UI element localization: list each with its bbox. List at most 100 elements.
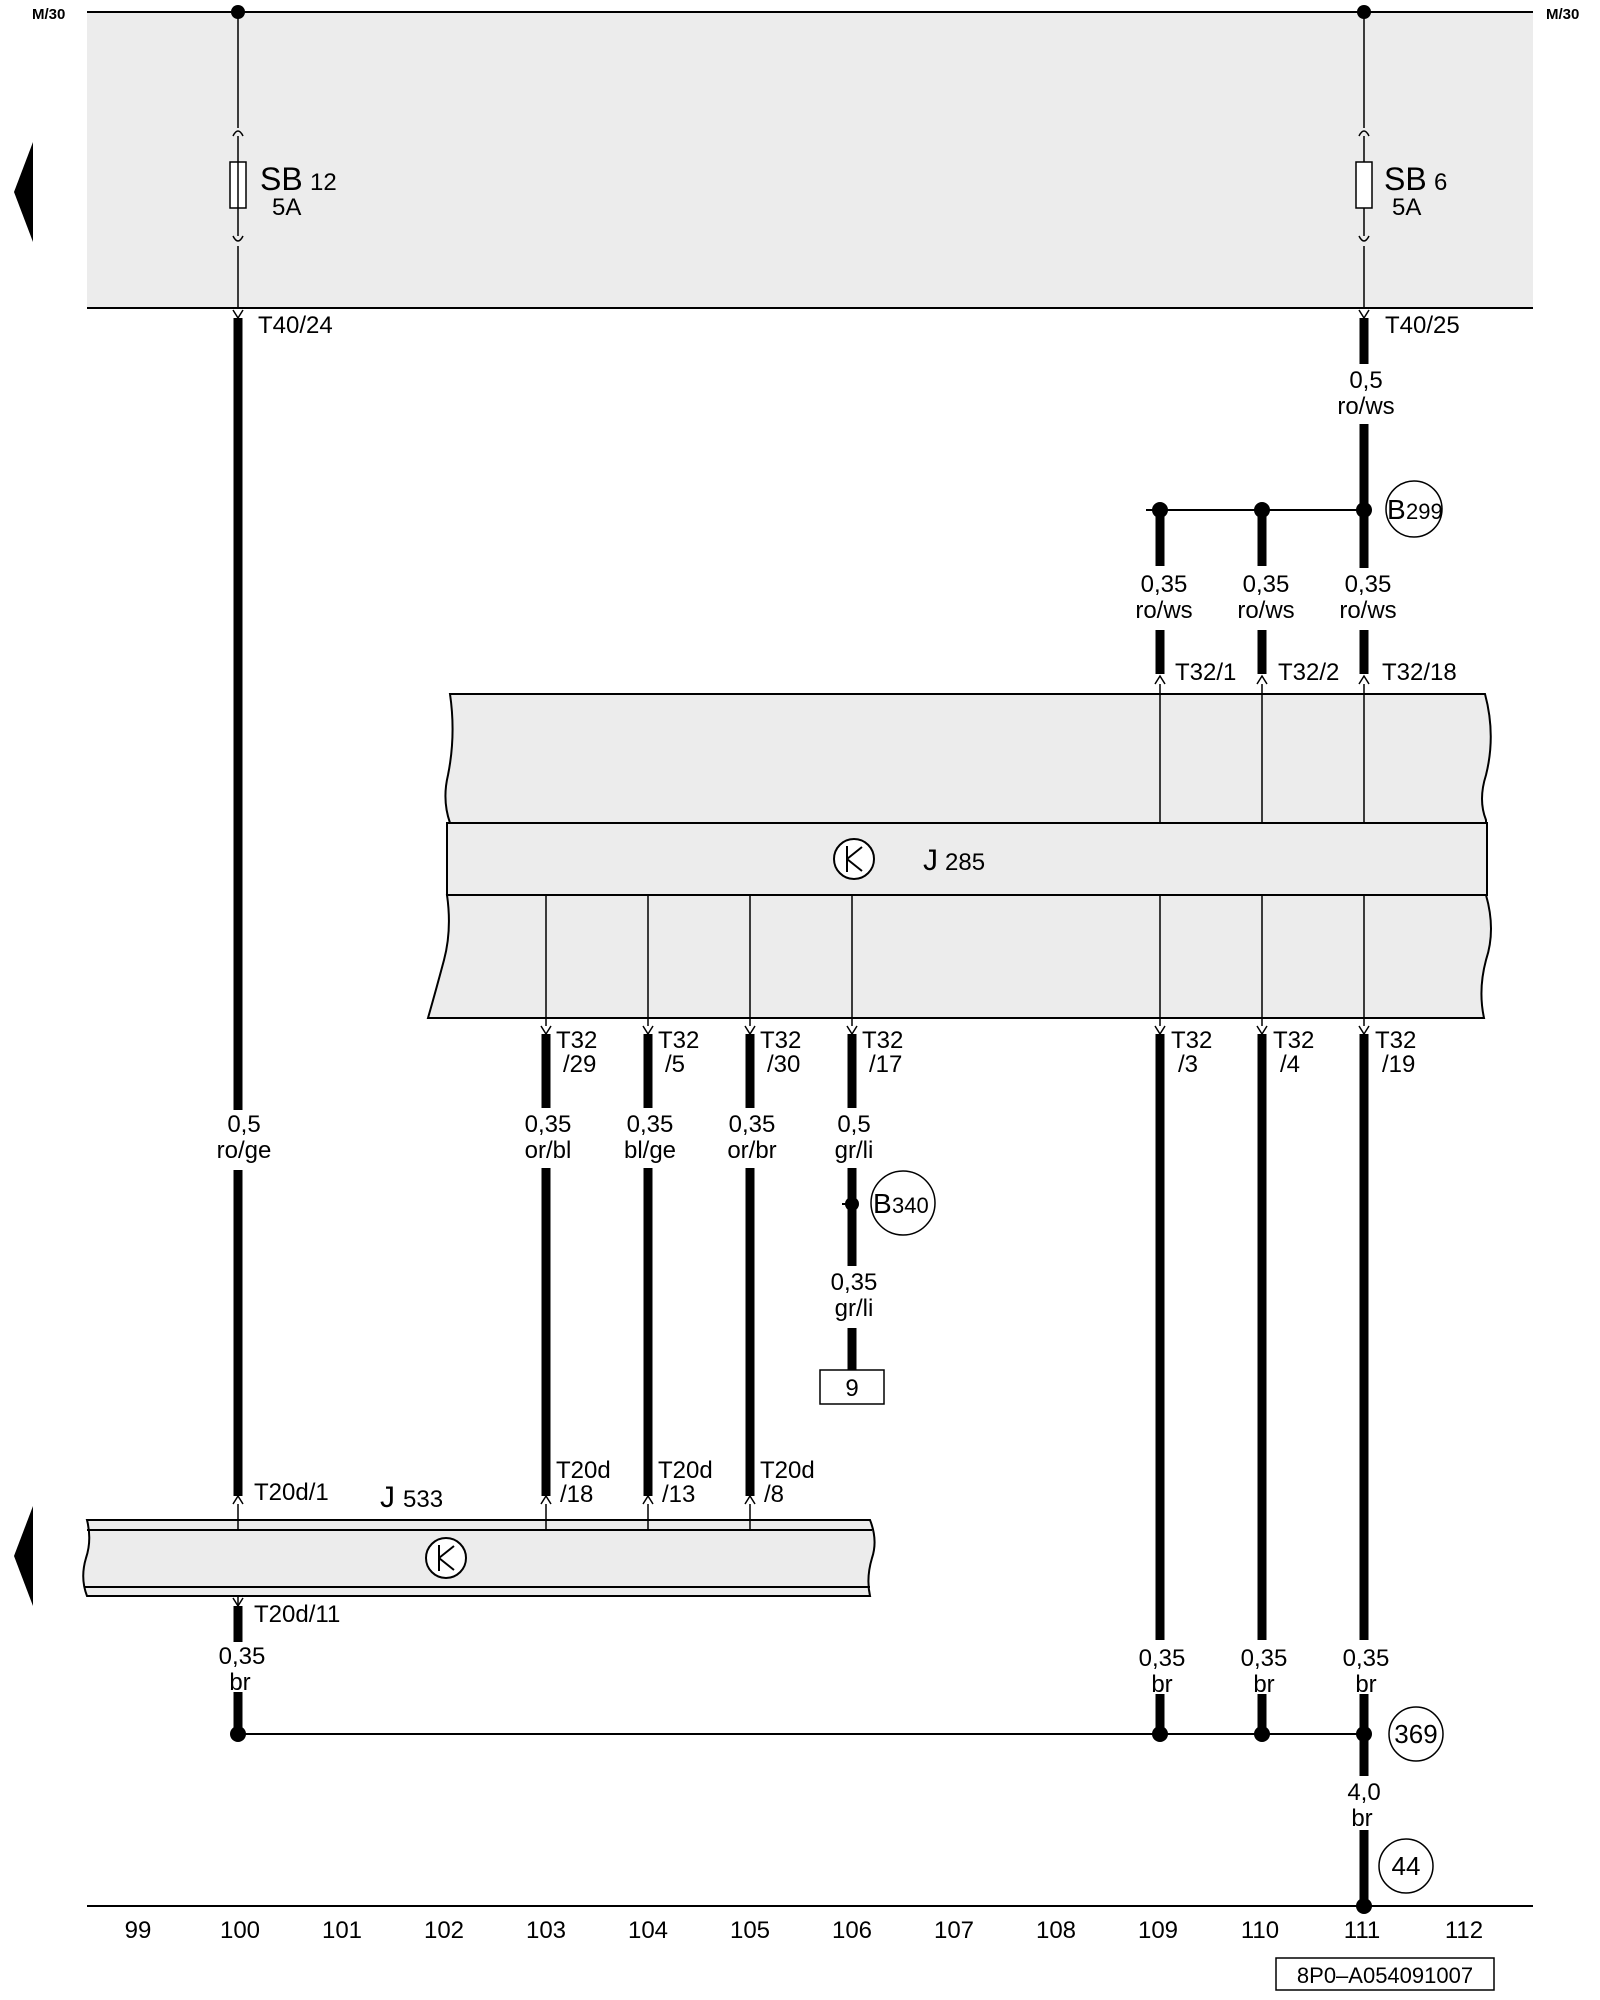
connector-t32-29: T32 — [556, 1027, 597, 1054]
wire-label-color: br — [1355, 1671, 1376, 1698]
splice-b299-letter: B — [1387, 494, 1406, 525]
wire-103 — [540, 895, 552, 1530]
wire-label-size: 0,35 — [627, 1111, 674, 1138]
splice-b340-number: 340 — [892, 1193, 929, 1218]
wire-label-size: 0,5 — [227, 1111, 260, 1138]
connector-t20d-8: /8 — [764, 1481, 784, 1508]
j285-letter: J — [923, 844, 938, 877]
wire-label-size: 0,5 — [837, 1111, 870, 1138]
grid-number: 108 — [1036, 1917, 1076, 1944]
connector-t20d-1: T20d/1 — [254, 1479, 329, 1506]
fuse-sb12-rating: 5A — [272, 194, 301, 221]
connector-t32-5: /5 — [665, 1051, 685, 1078]
wire-label-color: ro/ws — [1237, 597, 1294, 624]
grid-number: 110 — [1241, 1917, 1279, 1944]
splice-b340: B 340 — [870, 1170, 936, 1236]
grid-number: 109 — [1138, 1917, 1178, 1944]
ground-bus: 369 44 — [238, 1706, 1444, 1894]
connector-t20d-8: T20d — [760, 1457, 815, 1484]
splice-b340-letter: B — [873, 1188, 892, 1219]
connector-t32-19: /19 — [1382, 1051, 1415, 1078]
wire-labels: 0,5 ro/ws 0,5 ro/ge 0,35 ro/ws 0,35 ro/w… — [217, 364, 1412, 1832]
connector-t32-3: T32 — [1171, 1027, 1212, 1054]
ground-point-44: 44 — [1392, 1851, 1421, 1881]
connector-t20d-18: /18 — [560, 1481, 593, 1508]
grid-number: 107 — [934, 1917, 974, 1944]
connector-t32-17: /17 — [869, 1051, 902, 1078]
header-left-label: M/30 — [32, 6, 65, 23]
ground-point-369-marker — [1388, 1706, 1444, 1762]
fuse-sb12: SB 12 5A — [229, 5, 337, 308]
connector-t32-5: T32 — [658, 1027, 699, 1054]
wire-label-size: 0,35 — [1243, 571, 1290, 598]
connector-t32-1: T32/1 — [1175, 659, 1236, 686]
connector-t20d-11: T20d/11 — [254, 1601, 340, 1628]
fuse-sb12-number: 12 — [310, 169, 337, 196]
wire-label-size: 0,35 — [729, 1111, 776, 1138]
grid-number: 111 — [1344, 1917, 1380, 1944]
connector-t32-4: T32 — [1273, 1027, 1314, 1054]
diagram-id-box — [1275, 1957, 1495, 1991]
connector-t32-30: /30 — [767, 1051, 800, 1078]
ground-point-44-marker — [1378, 1838, 1434, 1894]
fuse-sb6-rating: 5A — [1392, 194, 1421, 221]
wire-106: 9 — [819, 895, 885, 1405]
fuse-sb6-name: SB — [1384, 161, 1427, 197]
splice-b299-number: 299 — [1406, 499, 1443, 524]
grid-number: 105 — [730, 1917, 770, 1944]
grid-number: 102 — [424, 1917, 464, 1944]
connector-t32-2: T32/2 — [1278, 659, 1339, 686]
wire-label-size: 0,35 — [219, 1643, 266, 1670]
grid-number: 104 — [628, 1917, 668, 1944]
wire-label-size: 0,35 — [1141, 571, 1188, 598]
connector-t40-25: T40/25 — [1385, 312, 1460, 339]
control-unit-j533: J 533 — [82, 1481, 876, 1597]
diagram-id: 8P0–A054091007 — [1297, 1963, 1473, 1988]
splice-b299-marker — [1385, 480, 1443, 538]
wire-label-color: ro/ws — [1135, 597, 1192, 624]
wire-label-size: 0,35 — [1343, 1645, 1390, 1672]
wire-109 — [1152, 510, 1168, 1742]
connector-t32-19: T32 — [1375, 1027, 1416, 1054]
wire-label-color: br — [1351, 1805, 1372, 1832]
control-unit-symbol-icon — [833, 838, 875, 880]
connector-labels: T40/24 T40/25 T32/1 T32/2 T32/18 T32 /29… — [254, 312, 1460, 1628]
connector-t32-4: /4 — [1280, 1051, 1300, 1078]
wire-label-size: 0,35 — [831, 1269, 878, 1296]
connector-t20d-18: T20d — [556, 1457, 611, 1484]
fuse-panel — [87, 12, 1533, 308]
grid-number: 106 — [832, 1917, 872, 1944]
ground-point-369: 369 — [1394, 1719, 1437, 1749]
wire-label-size: 0,35 — [1139, 1645, 1186, 1672]
wire-105 — [744, 895, 756, 1530]
page-arrow-left-icon[interactable] — [14, 1506, 33, 1606]
wire-label-color: br — [1151, 1671, 1172, 1698]
grid-number: 100 — [220, 1917, 260, 1944]
j533-number: 533 — [403, 1486, 443, 1513]
wire-label-size: 0,5 — [1349, 367, 1382, 394]
page-arrow-left-icon[interactable] — [14, 142, 33, 242]
connector-t40-24: T40/24 — [258, 312, 333, 339]
wire-label-color: gr/li — [835, 1137, 874, 1164]
connector-t32-3: /3 — [1178, 1051, 1198, 1078]
wire-label-size: 0,35 — [1345, 571, 1392, 598]
splice-b299: B 299 — [1146, 480, 1443, 538]
wire-label-size: 0,35 — [1241, 1645, 1288, 1672]
grid-number: 103 — [526, 1917, 566, 1944]
fuse-sb6: SB 6 5A — [1355, 5, 1447, 308]
reference-box-label: 9 — [845, 1375, 858, 1402]
wire-label-color: or/br — [727, 1137, 776, 1164]
splice-b340-marker — [870, 1170, 936, 1236]
grid-number: 112 — [1445, 1917, 1483, 1944]
wire-label-color: ro/ge — [217, 1137, 272, 1164]
connector-t20d-13: T20d — [658, 1457, 713, 1484]
j533-letter: J — [380, 1481, 395, 1514]
j285-number: 285 — [945, 849, 985, 876]
wire-label-color: ro/ws — [1339, 597, 1396, 624]
fuse-sb6-number: 6 — [1434, 169, 1447, 196]
connector-t32-18: T32/18 — [1382, 659, 1457, 686]
wire-label-color: bl/ge — [624, 1137, 676, 1164]
wire-label-color: ro/ws — [1337, 393, 1394, 420]
